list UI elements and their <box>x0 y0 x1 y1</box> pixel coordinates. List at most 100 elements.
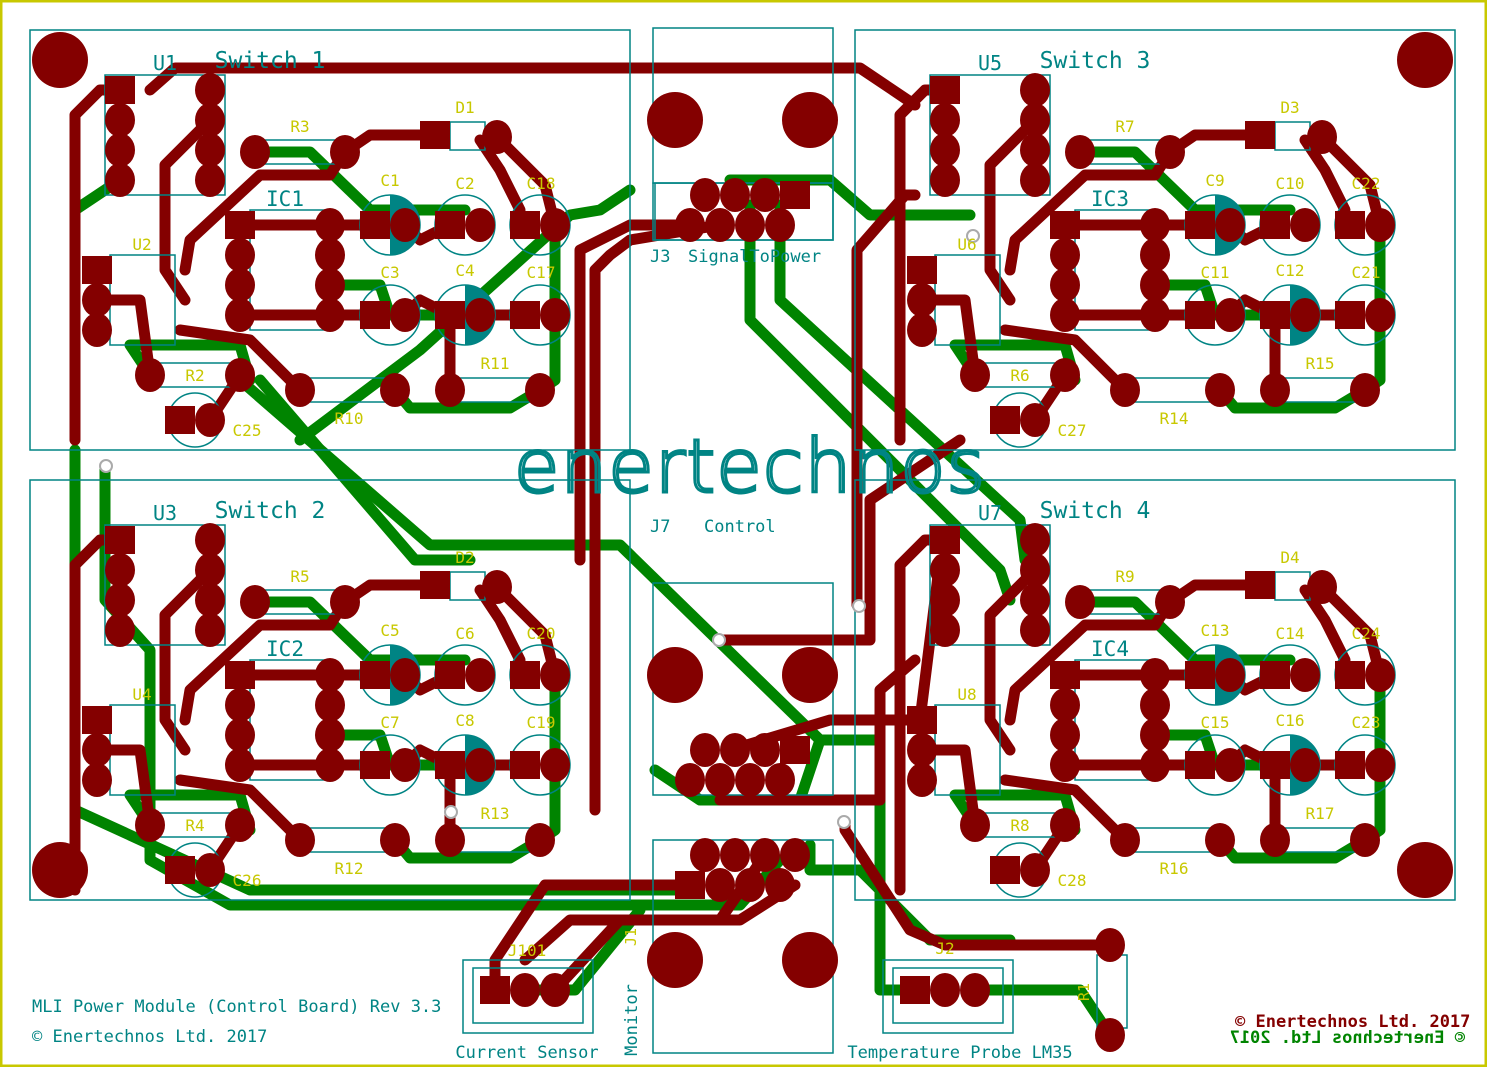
mounting-hole <box>782 92 838 148</box>
ref-u-small: U8 <box>957 685 976 704</box>
j1-ref: J1 <box>622 928 640 946</box>
header-outline <box>929 74 1051 196</box>
round-pad <box>135 358 165 392</box>
header-pad <box>930 613 960 647</box>
connector-pad <box>675 763 705 797</box>
round-pad <box>907 313 937 347</box>
via <box>852 599 866 613</box>
capacitor-pad <box>1290 208 1320 242</box>
trace <box>999 324 1131 396</box>
connector-pad <box>675 208 705 242</box>
ic-pad <box>225 661 255 689</box>
header-pad <box>1020 133 1050 167</box>
connector-pad <box>735 208 765 242</box>
capacitor-pad <box>390 298 420 332</box>
ic-pad <box>1050 748 1080 782</box>
capacitor-pad <box>1365 748 1395 782</box>
board-title: MLI Power Module (Control Board) Rev 3.3 <box>32 997 441 1017</box>
header-pad <box>195 613 225 647</box>
capacitor-pad <box>360 211 390 239</box>
capacitor-pad <box>1335 751 1365 779</box>
switch-block-outline <box>854 29 1456 451</box>
capacitor-pad <box>1335 301 1365 329</box>
trace <box>254 374 476 566</box>
ref-resistor: R8 <box>1010 816 1029 835</box>
round-pad <box>907 733 937 767</box>
ref-ic: IC1 <box>266 187 304 211</box>
capacitor-pad <box>1260 211 1290 239</box>
ref-capacitor: C6 <box>455 624 474 643</box>
capacitor-pad <box>360 301 390 329</box>
header-pad <box>930 553 960 587</box>
ref-ic: IC3 <box>1091 187 1129 211</box>
ref-capacitor: C1 <box>380 171 399 190</box>
connector-pad <box>765 208 795 242</box>
header-pad <box>1020 103 1050 137</box>
round-pad <box>225 358 255 392</box>
round-pad <box>1307 120 1337 154</box>
trace <box>714 654 921 806</box>
header-pad <box>1020 583 1050 617</box>
board-copyright: © Enertechnos Ltd. 2017 <box>32 1027 267 1047</box>
ic-pad <box>1140 268 1170 302</box>
mounting-hole <box>782 647 838 703</box>
connector-pad <box>750 178 780 212</box>
capacitor-pad <box>435 661 465 689</box>
j101-outline <box>462 959 594 1034</box>
connector-pad <box>750 733 780 767</box>
capacitor-pad <box>510 211 540 239</box>
trace <box>574 219 696 566</box>
ic-pad <box>1050 268 1080 302</box>
ic-pad <box>1140 298 1170 332</box>
ref-resistor: R10 <box>335 409 364 428</box>
round-pad <box>960 973 990 1007</box>
ref-resistor: R7 <box>1115 117 1134 136</box>
via <box>837 815 851 829</box>
round-pad <box>525 373 555 407</box>
round-pad <box>1095 1018 1125 1052</box>
ref-u-header: U3 <box>153 501 177 525</box>
header-outline <box>929 524 1051 646</box>
square-pad <box>165 856 195 884</box>
round-pad <box>482 120 512 154</box>
ref-u-header: U7 <box>978 501 1002 525</box>
header-pad <box>105 553 135 587</box>
connector-pad <box>765 868 795 902</box>
round-pad <box>82 283 112 317</box>
trace <box>249 146 471 216</box>
trace <box>389 384 546 414</box>
ic-pad <box>225 238 255 272</box>
ref-capacitor: C17 <box>527 263 556 282</box>
round-pad <box>1095 928 1125 962</box>
capacitor-pad <box>1260 301 1290 329</box>
connector-pad <box>705 208 735 242</box>
round-pad <box>82 313 112 347</box>
ref-resistor: R15 <box>1306 354 1335 373</box>
round-pad <box>1307 570 1337 604</box>
capacitor-pad <box>510 751 540 779</box>
header-pad <box>1020 73 1050 107</box>
ref-capacitor: C24 <box>1352 624 1381 643</box>
ref-capacitor: C28 <box>1058 871 1087 890</box>
trace <box>851 189 921 611</box>
trace <box>1214 834 1371 864</box>
round-pad <box>82 733 112 767</box>
switch-title: Switch 4 <box>1040 498 1151 524</box>
connector-pad <box>705 763 735 797</box>
square-pad <box>82 706 112 734</box>
ref-u-small: U6 <box>957 235 976 254</box>
round-pad <box>1020 853 1050 887</box>
header-pad <box>1020 553 1050 587</box>
square-pad <box>165 406 195 434</box>
trace <box>1074 146 1296 216</box>
trace <box>179 596 351 726</box>
round-pad <box>195 853 225 887</box>
square-pad <box>420 121 450 149</box>
ic-pad <box>315 718 345 752</box>
connector-pad <box>900 976 930 1004</box>
switch-title: Switch 2 <box>215 498 326 524</box>
trace <box>294 184 636 446</box>
capacitor-pad <box>510 661 540 689</box>
mounting-hole <box>647 647 703 703</box>
